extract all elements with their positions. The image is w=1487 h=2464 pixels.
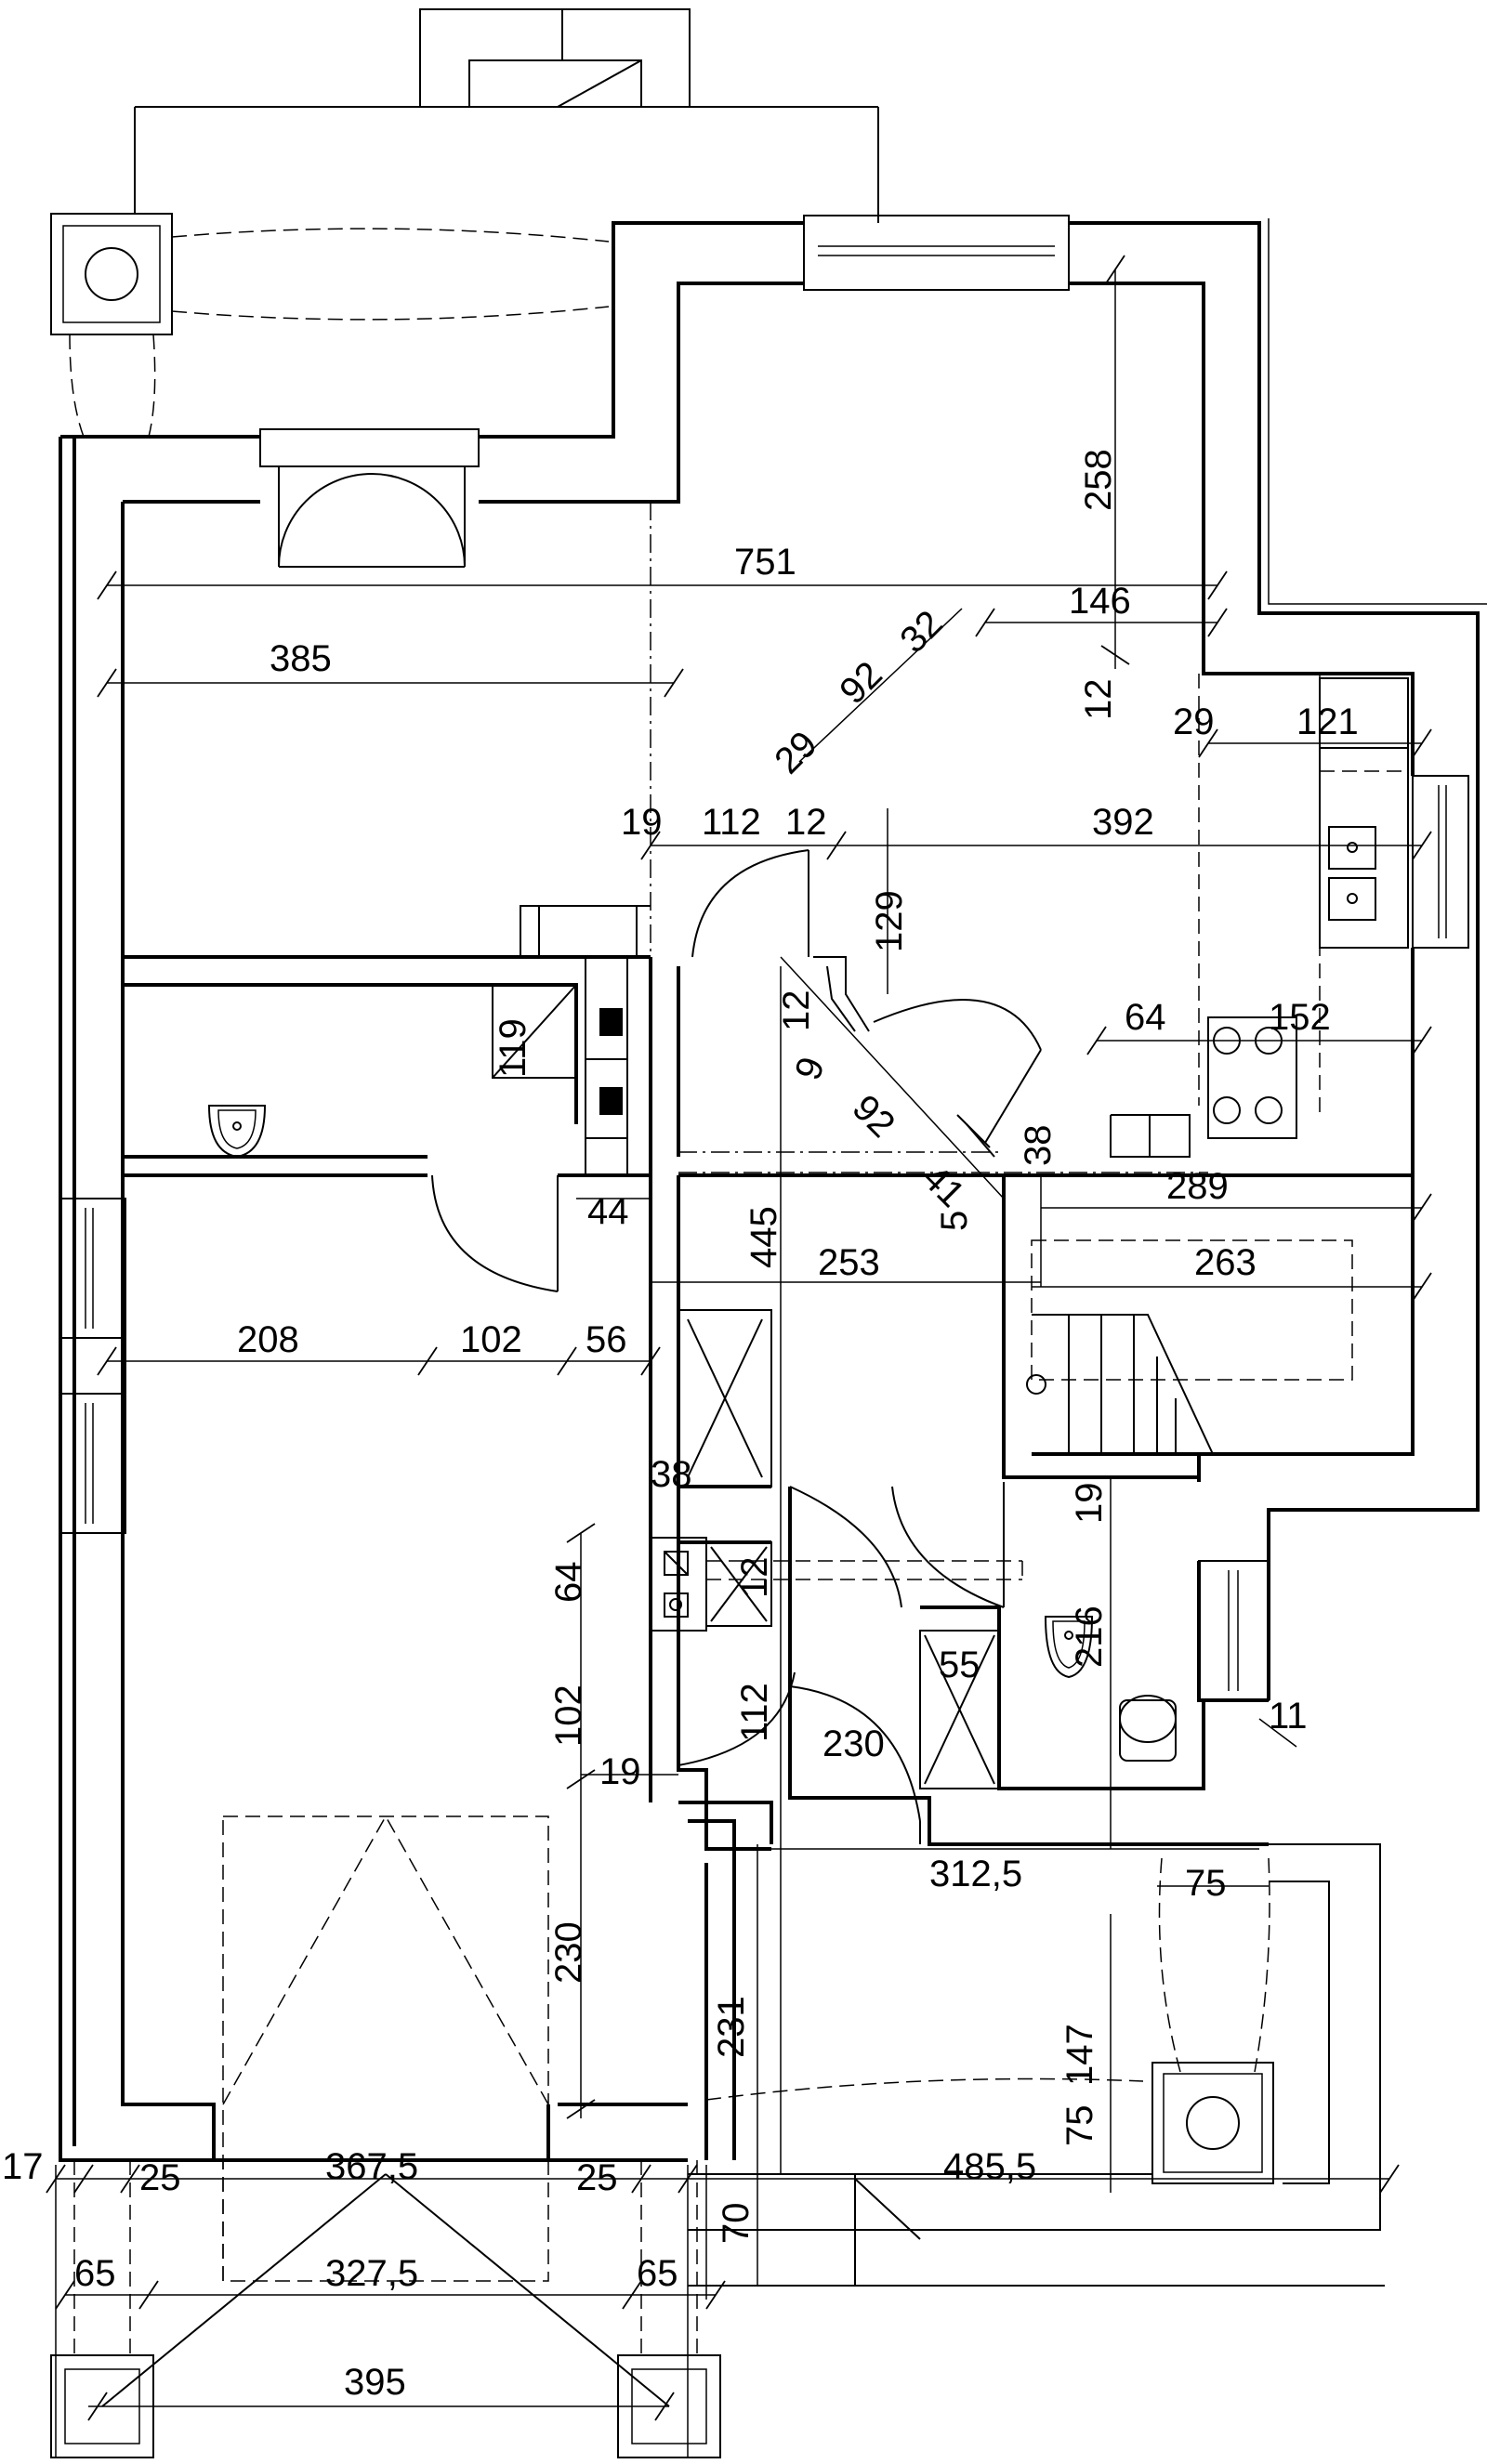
- dim-231: 231: [711, 1996, 752, 2058]
- dim-312-5: 312,5: [929, 1854, 1022, 1894]
- fixtures: [207, 826, 1376, 1762]
- dim-12-small: 12: [776, 990, 817, 1032]
- dim-64-lower: 64: [548, 1562, 589, 1604]
- dim-485-5: 485,5: [943, 2146, 1036, 2187]
- dim-25-left: 25: [139, 2157, 181, 2198]
- dimension-lines: [55, 269, 1422, 2457]
- dim-32: 32: [892, 603, 951, 662]
- dim-208: 208: [237, 1319, 299, 1360]
- dim-367-5: 367,5: [325, 2146, 418, 2187]
- dim-75-upper: 75: [1185, 1863, 1227, 1904]
- dim-289: 289: [1166, 1166, 1229, 1207]
- dim-216: 216: [1069, 1606, 1110, 1668]
- dim-253: 253: [818, 1242, 880, 1283]
- dim-5: 5: [934, 1211, 975, 1231]
- dim-70: 70: [716, 2203, 757, 2245]
- dim-65-right: 65: [637, 2253, 678, 2294]
- terrace: [688, 1843, 1385, 2287]
- entrance-door-top-left: [259, 428, 480, 568]
- dim-258: 258: [1078, 449, 1119, 511]
- dim-263: 263: [1194, 1242, 1257, 1283]
- dim-751: 751: [734, 542, 796, 583]
- dim-56: 56: [586, 1319, 627, 1360]
- dim-9: 9: [787, 1052, 833, 1085]
- dim-445: 445: [744, 1206, 784, 1268]
- dim-102-lower: 102: [548, 1684, 589, 1747]
- dim-102-upper: 102: [460, 1319, 522, 1360]
- dim-119: 119: [493, 1018, 533, 1078]
- dim-38-upper: 38: [1018, 1125, 1059, 1167]
- dim-12-top: 12: [1078, 679, 1119, 721]
- porch-posts: [50, 2160, 721, 2458]
- dim-29-right: 29: [1173, 701, 1215, 742]
- dim-64-kitchen: 64: [1125, 997, 1166, 1038]
- dim-112-top: 112: [702, 802, 761, 843]
- exterior-walls: [59, 215, 1487, 2162]
- dim-19-top: 19: [621, 802, 663, 843]
- dim-25-right: 25: [576, 2157, 618, 2198]
- dim-92-lower: 92: [845, 1087, 903, 1146]
- dim-55: 55: [939, 1645, 980, 1685]
- dim-392: 392: [1092, 802, 1154, 843]
- left-windows: [59, 1198, 126, 1534]
- dim-17: 17: [2, 2146, 44, 2187]
- top-annex: [134, 8, 879, 223]
- interior-doors: [431, 849, 1042, 1844]
- dim-19-mid: 19: [1069, 1483, 1110, 1525]
- hidden-lines: [222, 502, 1408, 2282]
- dim-147: 147: [1059, 2024, 1100, 2086]
- dim-12-lower: 12: [734, 1557, 775, 1599]
- dim-29-diag: 29: [767, 724, 825, 782]
- dim-327-5: 327,5: [325, 2253, 418, 2294]
- dim-11: 11: [1269, 1696, 1308, 1737]
- dim-385: 385: [270, 638, 332, 679]
- dimension-ticks: [46, 255, 1432, 2421]
- dim-230-garage: 230: [548, 1921, 589, 1984]
- dim-152: 152: [1269, 997, 1331, 1038]
- dim-230-bath: 230: [822, 1723, 885, 1764]
- column-top-left: [50, 213, 610, 438]
- dim-12-mid: 12: [785, 802, 827, 843]
- dim-41: 41: [915, 1157, 973, 1215]
- dim-19-lower: 19: [599, 1751, 641, 1792]
- dim-129: 129: [869, 890, 910, 952]
- interior-walls: [123, 905, 1415, 2160]
- dim-38-lower: 38: [651, 1454, 692, 1495]
- dim-395: 395: [344, 2362, 406, 2403]
- dim-65-left: 65: [74, 2253, 116, 2294]
- dim-121: 121: [1296, 701, 1359, 742]
- dim-112-lower: 112: [734, 1683, 775, 1742]
- dim-92-upper: 92: [832, 654, 890, 713]
- dim-146: 146: [1069, 581, 1131, 622]
- dim-75-lower: 75: [1059, 2105, 1100, 2147]
- dim-44: 44: [587, 1191, 629, 1232]
